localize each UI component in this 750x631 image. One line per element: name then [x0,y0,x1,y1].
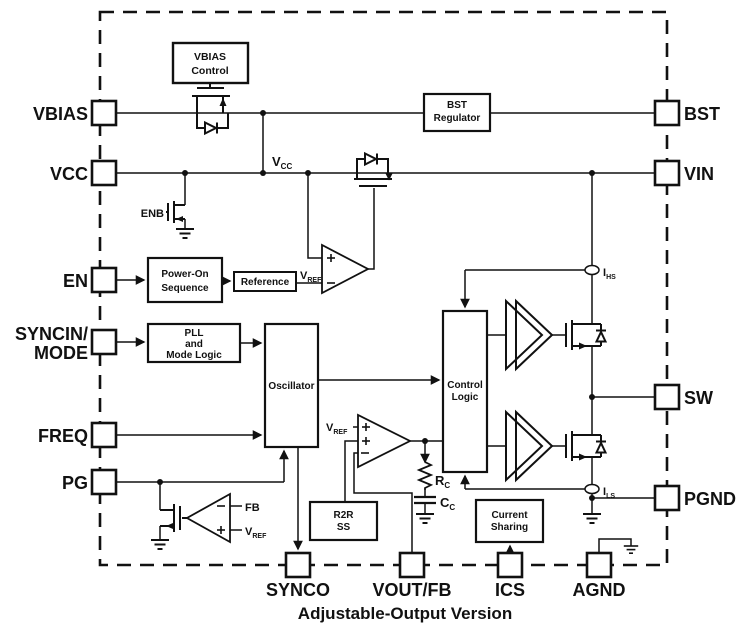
ground-icon [582,513,602,524]
pin-label-sw: SW [684,388,713,408]
net-label-vref-pg: VREF [245,526,267,540]
pmos-vbias-icon [192,83,230,136]
diagram-caption: Adjustable-Output Version [298,604,512,623]
pin-vbias [90,99,118,127]
current-sense-ls-icon [584,483,600,495]
pin-ics [496,551,524,579]
capacitor-cc-icon [414,495,436,505]
block-label: PLL [185,328,204,339]
pin-vout-fb [398,551,426,579]
net-label-vref-ea: VREF [326,422,348,436]
pin-en [90,266,118,294]
pin-squares [90,99,681,579]
block-label: Regulator [434,113,481,124]
resistor-rc-icon [416,461,434,490]
block-bst-regulator: BST Regulator [422,92,492,133]
error-amplifier-icon [357,413,413,469]
net-label-rc: RC [435,473,450,490]
ground-icon [415,513,435,524]
pin-label-syncin: SYNCIN/ [15,324,88,344]
pin-label-synco: SYNCO [266,580,330,600]
pmos-vcc-pass-icon [354,151,393,187]
pin-vin [653,159,681,187]
pin-label-pg: PG [62,473,88,493]
block-label: Control [191,65,228,77]
block-label: Sharing [491,522,528,533]
pin-label-freq: FREQ [38,426,88,446]
net-label-vcc: VCC [272,154,292,171]
pin-pgnd [653,484,681,512]
nmos-low-side-icon [565,431,608,461]
block-pll-mode-logic: PLL and Mode Logic [146,322,242,364]
net-label-enb: ENB [141,208,164,220]
block-vbias-control: VBIAS Control [171,41,250,85]
pin-syncin-mode [90,328,118,356]
pin-label-en: EN [63,271,88,291]
block-label: VBIAS [194,51,226,63]
gate-driver-high-icon [505,298,554,372]
block-label: Reference [241,277,290,288]
block-power-on-sequence: Power-On Sequence [146,256,224,304]
block-label: Current [491,510,528,521]
ground-icon [175,228,195,239]
block-label: BST [447,100,467,111]
block-label: Mode Logic [166,350,222,361]
pin-agnd [585,551,613,579]
pin-label-bst: BST [684,104,720,124]
block-label: and [185,339,203,350]
nmos-pg-pulldown-icon [160,504,187,532]
gate-driver-low-icon [505,409,554,483]
pin-label-vcc: VCC [50,164,88,184]
ground-icon [150,539,170,550]
block-oscillator: Oscillator [263,322,320,449]
pg-comparator-icon [185,492,242,544]
pin-label-agnd: AGND [573,580,626,600]
pin-synco [284,551,312,579]
junction-dots [157,110,595,501]
block-label: Control [447,380,483,391]
net-label-fb: FB [245,502,260,514]
net-label-ils: ILS [603,486,615,500]
pin-label-vbias: VBIAS [33,104,88,124]
block-label: R2R [333,510,354,521]
block-reference: Reference [233,271,297,292]
block-label: Oscillator [268,381,314,392]
block-label: Logic [452,392,479,403]
pin-pg [90,468,118,496]
net-label-vref-reference: VREF [300,270,322,284]
pin-label-vout-fb: VOUT/FB [373,580,452,600]
block-control-logic: Control Logic [441,309,489,474]
net-label-cc: CC [440,495,455,512]
pin-label-ics: ICS [495,580,525,600]
opamp-vcc-ldo-icon [321,243,370,295]
pin-bst [653,99,681,127]
net-label-ihs: IHS [603,267,616,281]
wires [116,112,655,555]
pin-sw [653,383,681,411]
ground-icon [622,545,640,555]
block-label: Sequence [161,283,209,294]
current-sense-hs-icon [584,264,600,276]
nmos-high-side-icon [565,320,608,350]
pin-label-vin: VIN [684,164,714,184]
block-r2r-ss: R2R SS [308,500,379,542]
nmos-enable-icon [166,201,185,223]
block-current-sharing: Current Sharing [474,498,545,544]
block-label: SS [337,522,351,533]
pin-freq [90,421,118,449]
pin-label-mode: MODE [34,343,88,363]
pin-label-pgnd: PGND [684,489,736,509]
block-label: Power-On [161,269,208,280]
pin-vcc [90,159,118,187]
